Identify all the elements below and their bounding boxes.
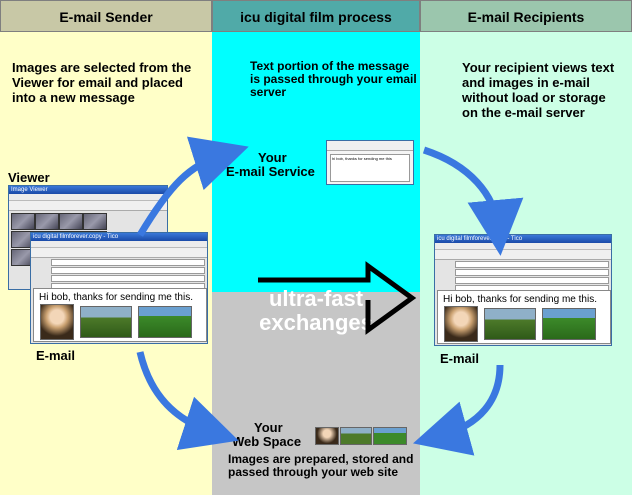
ultra-line2: exchanges <box>259 310 373 335</box>
ultra-line1: ultra-fast <box>268 286 364 311</box>
webspace-photo-1 <box>315 427 339 445</box>
ultra-fast-label: ultra-fast exchanges <box>212 287 420 335</box>
sender-header: E-mail Sender <box>0 0 212 32</box>
recipients-header: E-mail Recipients <box>420 0 632 32</box>
sports-photo <box>138 306 192 338</box>
sender-description: Images are selected from the Viewer for … <box>12 60 192 105</box>
email-service-label-1: Your <box>258 150 287 165</box>
webspace-panel <box>212 292 420 495</box>
recipient-subject-field <box>455 277 609 284</box>
sender-email-menubar <box>31 241 207 248</box>
viewer-window-title: Image Viewer <box>9 186 167 194</box>
recipient-to-field <box>455 261 609 268</box>
sender-email-body-text: Hi bob, thanks for sending me this. <box>39 292 193 303</box>
mini-toolbar <box>327 141 413 151</box>
viewer-menubar <box>9 194 167 201</box>
bcc-field <box>51 267 205 274</box>
portrait-photo <box>40 304 74 340</box>
recipient-email-body-text: Hi bob, thanks for sending me this. <box>443 294 597 305</box>
sender-email-label: E-mail <box>36 348 76 363</box>
recipient-landscape-photo <box>484 308 536 340</box>
ultra-fast-outline-arrow <box>258 261 417 335</box>
recipients-description: Your recipient views text and images in … <box>462 60 615 120</box>
mini-email-text: hi bob, thanks for sending me this <box>330 154 410 182</box>
webspace-photo-3 <box>373 427 407 445</box>
viewer-label: Viewer <box>8 170 50 185</box>
subject-field <box>51 275 205 282</box>
viewer-toolbar <box>9 201 167 211</box>
sender-email-title: icu digital filmforever.copy - Tico <box>31 233 207 241</box>
recipient-portrait-photo <box>444 306 478 342</box>
recipient-bcc-field <box>455 269 609 276</box>
recipient-email-label: E-mail <box>440 351 480 366</box>
to-field <box>51 259 205 266</box>
arrow-sender-to-webspace <box>136 351 239 450</box>
sender-email-toolbar <box>31 248 207 258</box>
service-header: icu digital film process <box>212 0 420 32</box>
landscape-photo <box>80 306 132 338</box>
mini-email-window: hi bob, thanks for sending me this <box>326 140 414 185</box>
arrow-sender-to-service <box>136 136 249 237</box>
webspace-label-1: Your <box>254 420 283 435</box>
arrow-webspace-to-recipient <box>413 364 504 456</box>
webspace-description: Images are prepared, stored and passed t… <box>228 452 414 479</box>
service-description: Text portion of the message is passed th… <box>250 59 417 99</box>
arrow-service-to-recipient <box>422 146 524 256</box>
webspace-label-2: Web Space <box>232 434 302 449</box>
recipient-sports-photo <box>542 308 596 340</box>
webspace-photo-2 <box>340 427 372 445</box>
